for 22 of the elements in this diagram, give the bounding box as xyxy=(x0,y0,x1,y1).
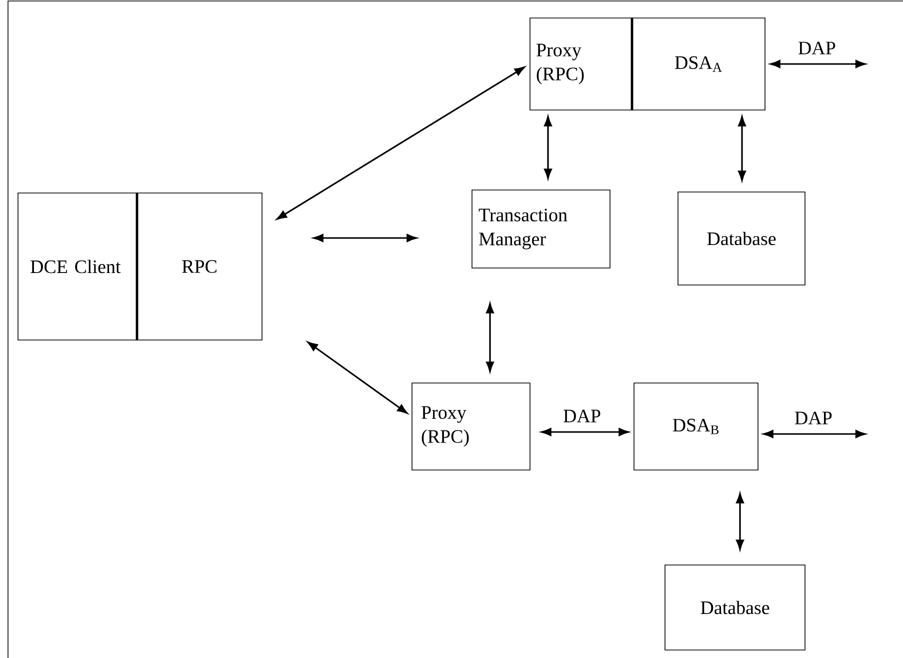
box: DSA$_{A}$ xyxy=(632,18,766,110)
box: Proxy (RPC) xyxy=(530,18,632,110)
arrow xyxy=(541,428,629,436)
edge-label: DAP xyxy=(564,410,600,422)
box: Database xyxy=(664,564,806,650)
arrow xyxy=(276,66,525,220)
box: RPC xyxy=(136,192,262,340)
edge-label: DAP xyxy=(794,412,832,424)
box: Proxy (RPC) xyxy=(412,382,530,470)
arrow xyxy=(736,493,744,550)
box: Transaction Manager xyxy=(472,190,610,268)
arrow xyxy=(486,303,494,372)
arrow xyxy=(738,116,746,181)
arrow xyxy=(763,430,866,438)
arrow xyxy=(544,116,552,179)
box: DCE Client xyxy=(18,192,138,340)
arrow xyxy=(313,234,417,242)
edge-label: DAP xyxy=(798,42,836,54)
arrow xyxy=(770,60,866,68)
box: DSA$_{B}$ xyxy=(634,382,758,470)
box: Database xyxy=(678,192,806,286)
arrow xyxy=(308,342,408,414)
